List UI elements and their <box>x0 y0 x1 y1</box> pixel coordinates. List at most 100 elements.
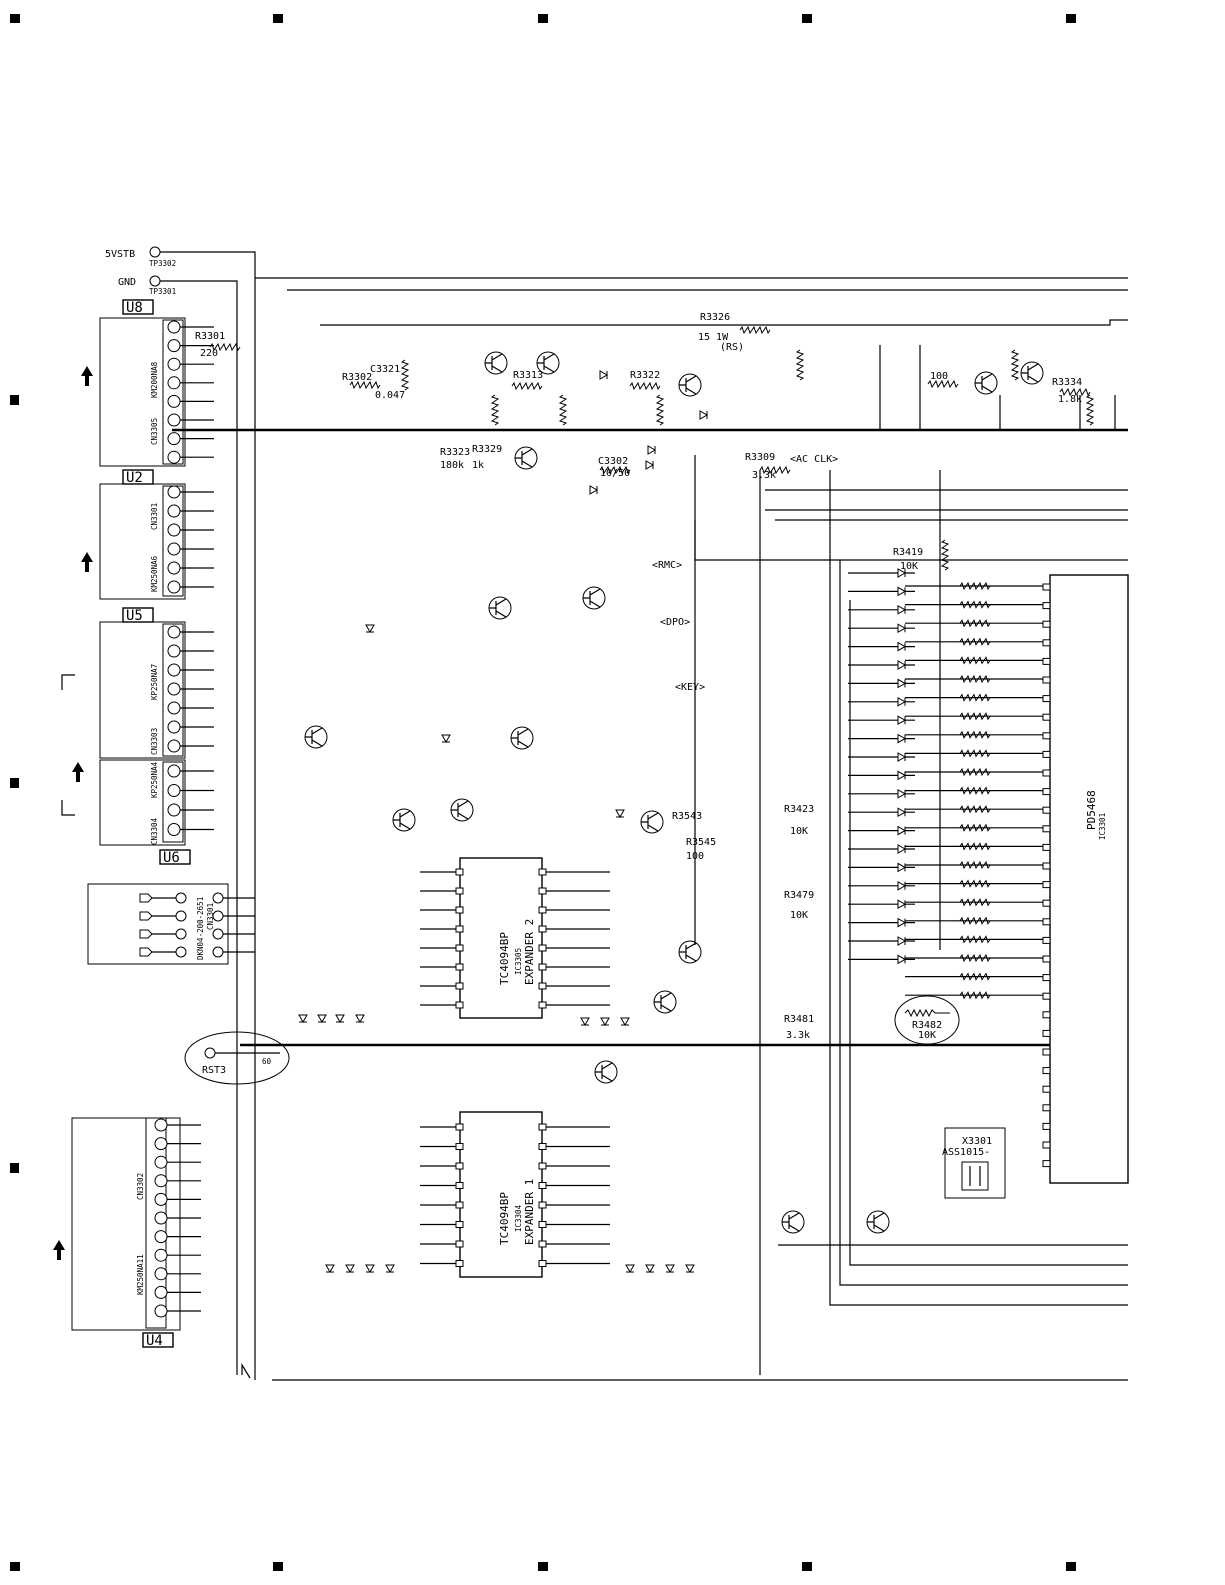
ic-pin <box>538 963 547 971</box>
jack-pin <box>175 946 187 958</box>
resistor-symbol <box>959 619 991 628</box>
diode-symbol <box>645 1264 655 1274</box>
ic-pin <box>1042 1160 1051 1168</box>
resistor-symbol <box>959 991 991 1000</box>
diode-symbol <box>897 825 907 836</box>
r3326-val: 15 1W <box>698 332 729 343</box>
ic-pin <box>455 887 464 895</box>
connector-pin <box>154 1304 168 1318</box>
diode-symbol <box>325 1264 335 1274</box>
ic-pin <box>538 887 547 895</box>
connector-u8-part: KM200NA8 <box>150 361 159 398</box>
resistor-symbol <box>959 860 991 870</box>
r3327-val: 3.3k <box>752 470 776 481</box>
rst3-group: RST3 60 <box>184 1031 290 1085</box>
resistor-symbol <box>490 394 500 426</box>
resistor-symbol <box>959 712 991 721</box>
transistor-symbol-leads <box>679 375 697 395</box>
ic-pin <box>538 906 547 914</box>
ic-pin <box>538 1221 547 1228</box>
ic-pin <box>1042 788 1051 796</box>
ic3304: TC4094BP IC3304 EXPANDER 1 <box>459 1111 543 1278</box>
ic-pin <box>538 1001 547 1009</box>
transistor-symbol-leads <box>537 353 555 373</box>
connector-pin <box>154 1174 168 1188</box>
resistor-symbol <box>959 786 991 795</box>
connector-u6-part: KP250NA4 <box>150 761 159 798</box>
diode-symbol <box>317 1014 327 1024</box>
resistor-symbol <box>655 394 665 426</box>
diode-symbol <box>298 1014 308 1024</box>
tp-id-3302: TP3302 <box>149 259 176 268</box>
connector-pin <box>167 823 181 836</box>
ic-pin <box>1042 676 1051 684</box>
ic-pin <box>455 1162 464 1170</box>
ic-pin <box>455 1123 464 1131</box>
transistor-symbol-leads <box>451 800 469 820</box>
diode-symbol <box>897 862 907 873</box>
connector-pin <box>154 1118 168 1132</box>
ic-pin <box>538 1201 547 1209</box>
crystal-ref: X3301 <box>962 1136 992 1147</box>
r3482-val: 10K <box>918 1030 936 1041</box>
diode-symbol <box>897 788 907 799</box>
diode-symbol <box>897 660 907 670</box>
c3321-val: 0.047 <box>375 390 405 401</box>
connector-pin <box>167 376 181 390</box>
connector-u6-ref: CN3304 <box>150 817 159 845</box>
ic-pin <box>538 925 547 933</box>
resistor-symbol <box>209 342 241 352</box>
jack-pin <box>212 946 224 958</box>
ic-pin <box>1042 881 1051 889</box>
r3423-ref: R3423 <box>784 804 814 815</box>
connector-u2-ref: CN3301 <box>150 503 159 530</box>
diode-symbol <box>897 917 907 928</box>
up-arrow-icon <box>81 552 93 572</box>
diode-symbol <box>385 1264 395 1274</box>
connector-pin <box>167 580 181 594</box>
net-ac-clk: <AC CLK> <box>790 454 838 465</box>
connector-pin <box>154 1137 168 1151</box>
ic-pin <box>455 1260 464 1267</box>
diode-symbol <box>441 734 451 744</box>
connector-pin <box>167 450 181 464</box>
ic-pin <box>538 944 547 952</box>
connector-u4-header: U4 <box>146 1333 163 1349</box>
ic3305: TC4094BP IC3305 EXPANDER 2 <box>459 857 543 1019</box>
connector-u4: KM250NA11 CN3302 U4 <box>71 1117 181 1349</box>
ic-pin <box>455 925 464 933</box>
diode-symbol <box>365 1264 375 1274</box>
net-dpo: <DPO> <box>660 617 690 628</box>
resistor-symbol <box>959 823 991 832</box>
ic-pin <box>1042 899 1051 907</box>
c3302-ref: R3323 <box>440 447 470 458</box>
resistor-symbol <box>629 381 661 391</box>
jack-pin <box>212 892 224 904</box>
ic-pin <box>538 982 547 990</box>
ic3301-part: PD5468 <box>1085 790 1098 830</box>
resistor-symbol <box>1059 387 1091 397</box>
rst3-label: RST3 <box>202 1065 226 1076</box>
diode-symbol <box>897 899 907 910</box>
ic-pin <box>1042 750 1051 758</box>
resistor-symbol <box>759 465 791 475</box>
diode-symbol <box>897 954 907 965</box>
test-points: 5VSTB TP3302 GND TP3301 <box>105 246 256 1380</box>
up-arrow-icon <box>72 762 84 782</box>
ic-pin <box>1042 1104 1051 1112</box>
r3481-ref: R3481 <box>784 1014 814 1025</box>
transistor-symbol-leads <box>679 942 697 962</box>
main-wires <box>172 277 1128 1381</box>
resistor-symbol <box>959 953 991 963</box>
ic3304-part: TC4094BP <box>498 1192 511 1245</box>
up-arrow-icon <box>53 1240 65 1260</box>
resistor-symbol <box>558 394 568 426</box>
r3319-ref: C3302 <box>598 456 628 467</box>
ic-pin <box>1042 843 1051 851</box>
connector-pin <box>167 625 181 639</box>
r3479-val: 10K <box>790 910 808 921</box>
ic-pin <box>1042 1011 1051 1019</box>
diode-symbol <box>647 445 657 455</box>
ic-pin <box>1042 769 1051 777</box>
connector-pin <box>167 720 181 734</box>
